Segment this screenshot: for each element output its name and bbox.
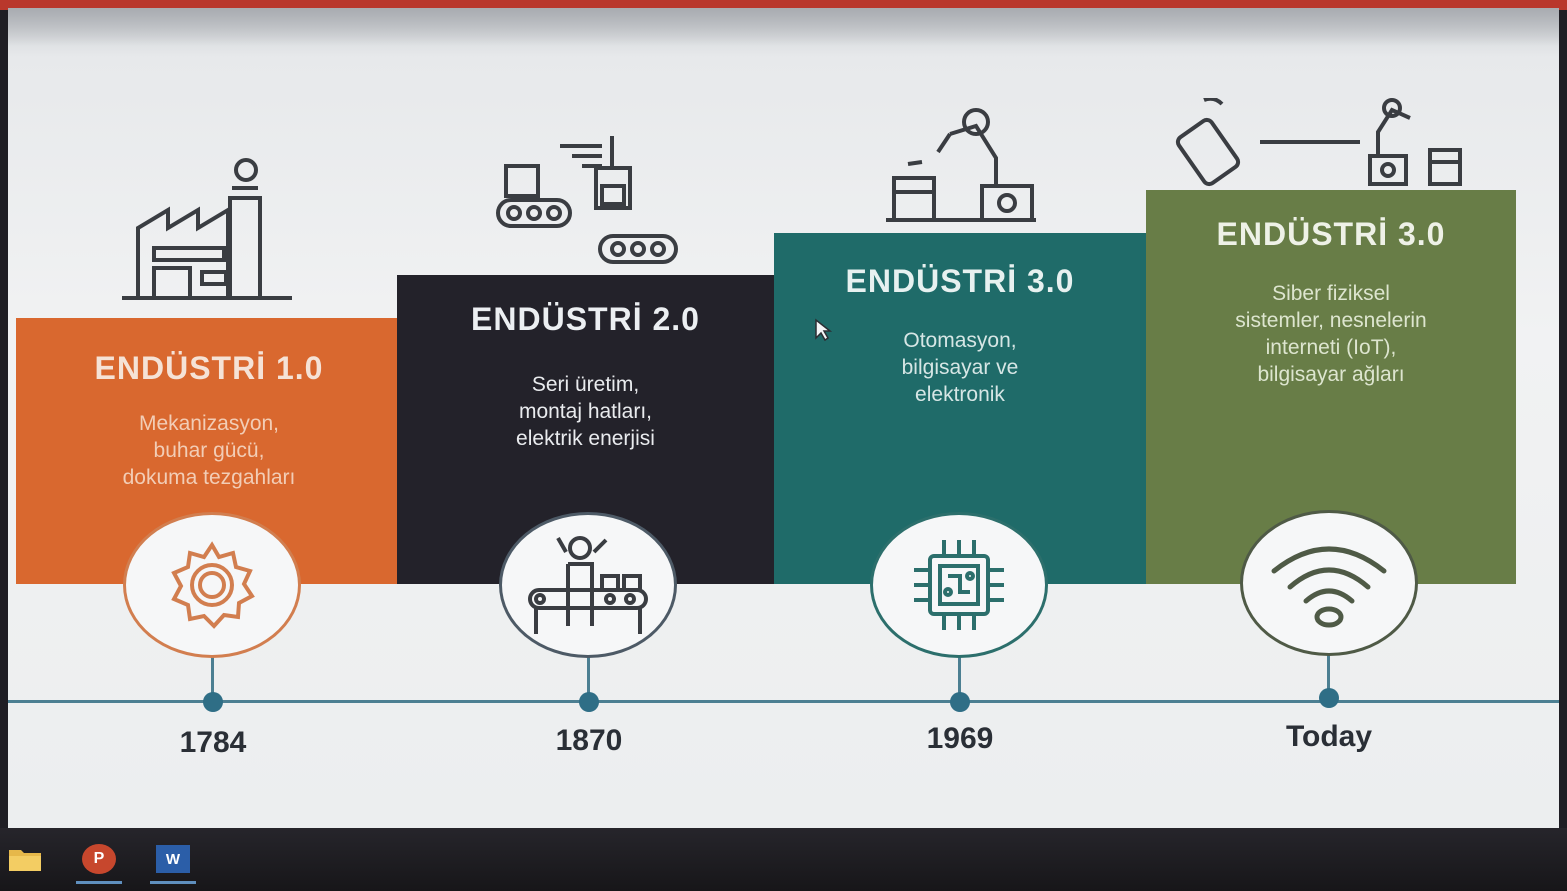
stage-title: ENDÜSTRİ 3.0 <box>845 263 1075 299</box>
active-app-indicator <box>150 881 196 884</box>
timeline-stem <box>958 650 961 702</box>
slide-screen: ENDÜSTRİ 1.0 Mekanizasyon, buhar gücü, d… <box>8 8 1559 828</box>
timeline-year: 1969 <box>926 722 994 755</box>
conveyor-icon <box>496 136 678 264</box>
taskbar-powerpoint[interactable]: P <box>76 838 122 884</box>
slide-top-shadow <box>8 8 1559 46</box>
word-icon: W <box>156 845 190 873</box>
gear-icon <box>171 541 255 629</box>
timeline-dot <box>1319 688 1339 708</box>
monitor-bezel <box>0 0 1567 10</box>
timeline-year: Today <box>1285 720 1373 753</box>
stage-title: ENDÜSTRİ 2.0 <box>471 301 700 337</box>
wifi-icon <box>1271 546 1387 628</box>
taskbar: P W <box>0 828 1567 891</box>
timeline-stem <box>587 650 590 702</box>
stage-description: Seri üretim, montaj hatları, elektrik en… <box>516 373 655 450</box>
stage-description: Otomasyon, bilgisayar ve elektronik <box>901 329 1019 406</box>
taskbar-word[interactable]: W <box>150 838 196 884</box>
powerpoint-glyph: P <box>93 850 105 867</box>
mouse-cursor-icon <box>815 318 832 342</box>
timeline-stem <box>211 650 214 702</box>
stage-title: ENDÜSTRİ 3.0 <box>1216 216 1446 252</box>
timeline-stem <box>1327 650 1330 702</box>
folder-icon <box>9 850 41 871</box>
taskbar-file-explorer[interactable] <box>2 838 48 880</box>
active-app-indicator <box>76 881 122 884</box>
robot-arm-icon <box>886 108 1036 222</box>
factory-icon <box>122 158 292 300</box>
timeline-dot <box>950 692 970 712</box>
stage-description: Mekanizasyon, buhar gücü, dokuma tezgahl… <box>122 412 296 489</box>
stage-icon-circle-4 <box>1240 510 1418 656</box>
phone-robot-icon <box>1175 98 1462 187</box>
timeline-year: 1784 <box>179 726 247 759</box>
stage-icon-circle-3 <box>870 512 1048 658</box>
stage-description: Siber fiziksel sistemler, nesnelerin int… <box>1235 282 1427 386</box>
timeline-year: 1870 <box>555 724 623 757</box>
timeline-dot <box>203 692 223 712</box>
word-glyph: W <box>165 850 181 868</box>
powerpoint-icon: P <box>82 844 116 874</box>
stage-title: ENDÜSTRİ 1.0 <box>94 350 324 386</box>
timeline-line <box>8 700 1559 703</box>
stage-icon-circle-1 <box>123 512 301 658</box>
assembly-worker-icon <box>528 536 648 634</box>
timeline-dot <box>579 692 599 712</box>
chip-icon <box>914 540 1004 630</box>
stage-card-2: ENDÜSTRİ 2.0 Seri üretim, montaj hatları… <box>397 275 774 584</box>
stage-icon-circle-2 <box>499 512 677 658</box>
